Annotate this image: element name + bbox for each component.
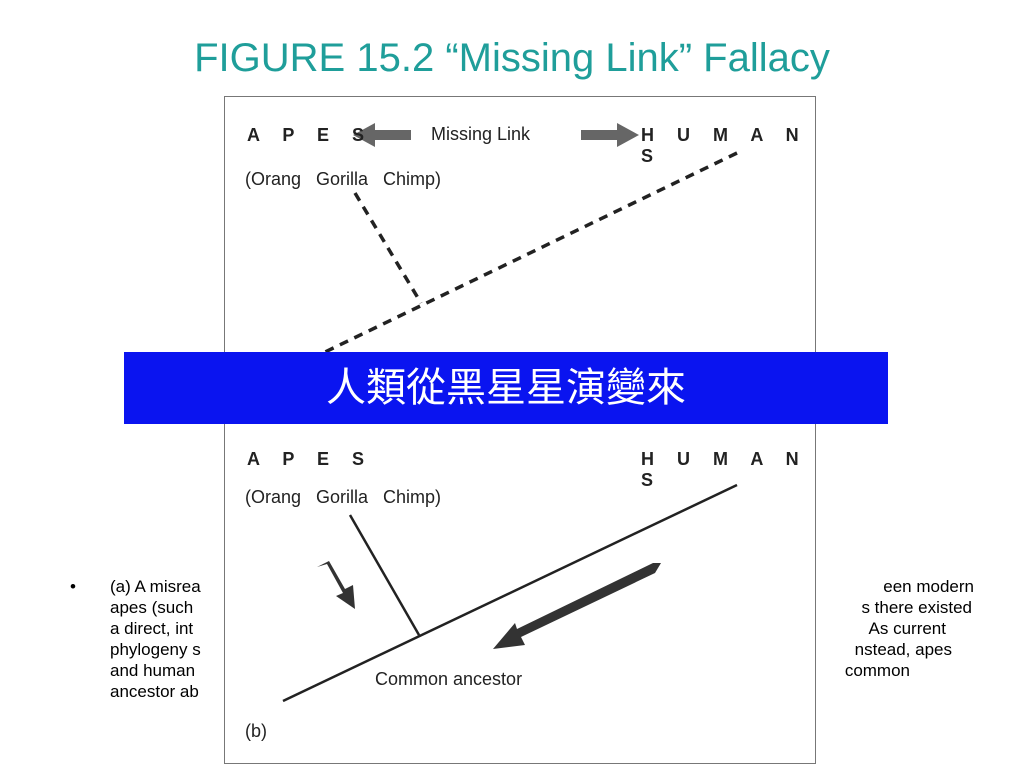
missing-link-figure: A P E S Missing Link H U M A N S (Orang …: [224, 96, 816, 764]
missing-link-arrow-right: [581, 123, 639, 147]
arrow-to-common-ancestor: [493, 563, 661, 649]
caption-line-right-5: common: [844, 661, 910, 680]
caption-line-left-2: apes (such: [110, 598, 194, 617]
top-humans-label: H U M A N S: [641, 125, 808, 166]
caption-line-left-5: and human: [110, 661, 196, 680]
bottom-species-label: (Orang Gorilla Chimp): [245, 487, 442, 507]
caption-line-left-1: (a) A misrea: [110, 577, 201, 596]
arrow-to-branch: [317, 561, 355, 609]
top-apes-label: A P E S: [247, 125, 374, 145]
caption-line-right-1: een modern: [883, 577, 974, 596]
slide-title: FIGURE 15.2 “Missing Link” Fallacy: [194, 36, 830, 80]
solid-line-apes: [348, 514, 421, 636]
bottom-apes-label: A P E S: [247, 449, 374, 469]
dashed-line-humans: [322, 151, 738, 355]
solid-line-main: [282, 483, 738, 703]
caption-line-left-3: a direct, int: [110, 619, 194, 638]
overlay-banner: 人類從黑星星演變來: [124, 352, 888, 424]
caption-line-right-3: As current: [868, 619, 946, 638]
common-ancestor-label: Common ancestor: [375, 669, 523, 689]
top-species-label: (Orang Gorilla Chimp): [245, 169, 442, 189]
caption-line-left-6: ancestor ab: [110, 682, 199, 701]
figure-drawing: [282, 123, 738, 703]
missing-link-label: Missing Link: [431, 124, 531, 144]
bottom-humans-label: H U M A N S: [641, 449, 808, 490]
bullet-marker: •: [70, 577, 76, 596]
caption-line-right-4: nstead, apes: [854, 640, 952, 659]
missing-link-arrow-left: [353, 123, 411, 147]
caption-line-left-4: phylogeny s: [110, 640, 201, 659]
caption-line-right-2: s there existed: [861, 598, 972, 617]
dashed-line-apes: [353, 192, 423, 304]
panel-b-label: (b): [245, 721, 267, 741]
